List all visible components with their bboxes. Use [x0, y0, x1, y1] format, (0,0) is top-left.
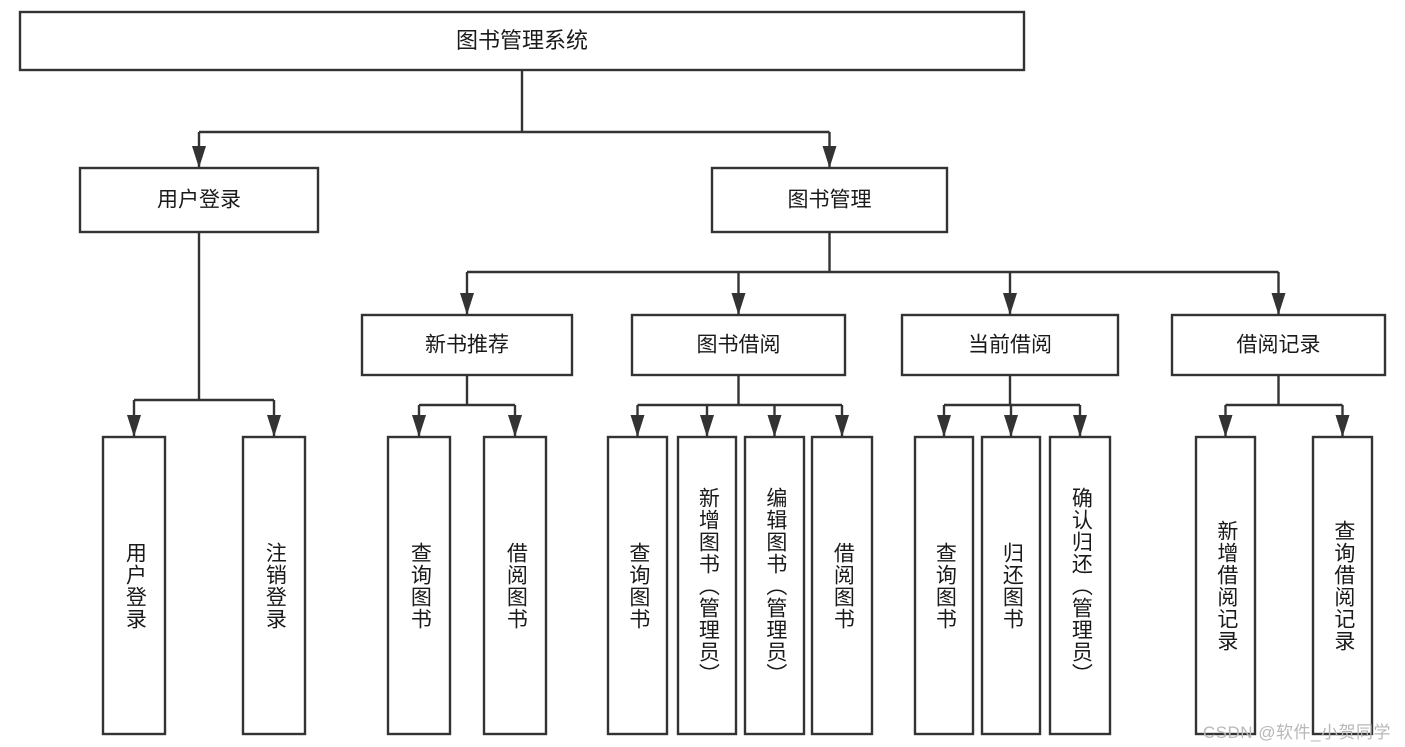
arrow-head-record-0	[1218, 415, 1233, 437]
node-leaf-box-10[interactable]	[1048, 435, 1112, 736]
node-leaf-box-1[interactable]	[241, 435, 307, 736]
node-leaf-box-11[interactable]	[1194, 435, 1257, 736]
arrow-head-newbook-0	[412, 415, 426, 437]
node-level3-label-0: 新书推荐	[425, 334, 509, 357]
node-level3-label-1: 图书借阅	[697, 334, 781, 357]
node-root-label: 图书管理系统	[456, 28, 588, 53]
node-level3-label-3: 借阅记录	[1237, 334, 1321, 357]
node-leaf-box-8[interactable]	[913, 435, 975, 736]
arrow-head-borrow-1	[700, 415, 714, 437]
arrow-head-current-1	[1004, 415, 1018, 437]
arrow-head-newbook-1	[508, 415, 522, 437]
arrow-head-bookmgmt-1	[731, 293, 746, 315]
node-leaf-box-4[interactable]	[606, 435, 669, 736]
arrow-head-current-0	[937, 415, 951, 437]
node-leaf-box-5[interactable]	[676, 435, 738, 736]
connector-layer	[127, 70, 1350, 437]
node-leaf-box-3[interactable]	[482, 435, 548, 736]
node-level2-label-0: 用户登录	[157, 189, 241, 212]
node-level3-label-2: 当前借阅	[968, 334, 1052, 357]
arrow-head-record-1	[1335, 415, 1350, 437]
arrow-head-borrow-0	[630, 415, 645, 437]
node-leaf-box-2[interactable]	[386, 435, 452, 736]
arrow-head-bookmgmt-0	[460, 293, 474, 315]
node-level2-box-1[interactable]	[710, 166, 949, 234]
node-leaf-box-9[interactable]	[980, 435, 1042, 736]
node-level3-box-3[interactable]	[1170, 313, 1387, 377]
arrow-head-userlogin-0	[127, 415, 141, 437]
node-leaf-box-7[interactable]	[810, 435, 874, 736]
arrow-head-current-2	[1073, 415, 1087, 437]
node-level2-label-1: 图书管理	[788, 189, 872, 212]
arrow-head-borrow-3	[835, 415, 849, 437]
node-level3-box-1[interactable]	[630, 313, 847, 377]
arrow-head-userlogin-1	[267, 415, 281, 437]
node-level3-box-2[interactable]	[900, 313, 1120, 377]
arrow-head-bookmgmt-2	[1003, 293, 1017, 315]
node-level3-box-0[interactable]	[360, 313, 574, 377]
node-leaf-box-6[interactable]	[743, 435, 806, 736]
node-box-layer	[18, 10, 1387, 736]
arrow-head-root-1	[822, 146, 837, 168]
node-leaf-box-12[interactable]	[1311, 435, 1374, 736]
node-level2-box-0[interactable]	[78, 166, 320, 234]
arrow-head-root-0	[192, 146, 206, 168]
watermark-text: CSDN @软件_小贺同学	[1202, 723, 1391, 742]
node-root-box[interactable]	[18, 10, 1026, 72]
arrow-head-bookmgmt-3	[1271, 293, 1286, 315]
node-leaf-box-0[interactable]	[101, 435, 167, 736]
arrow-head-borrow-2	[767, 415, 782, 437]
